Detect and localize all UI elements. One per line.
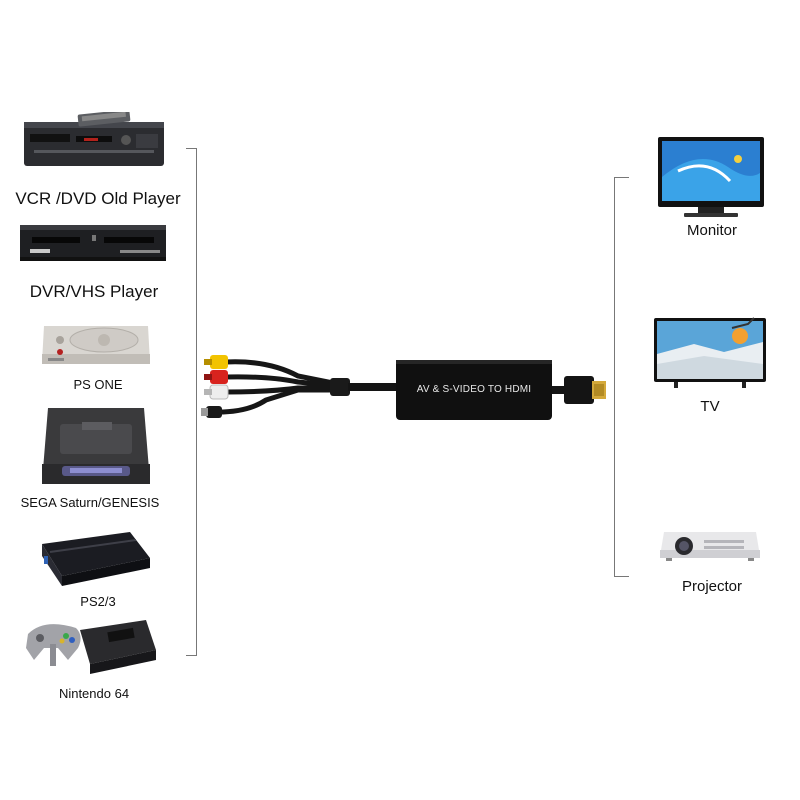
av-to-hdmi-converter: AV & S-VIDEO TO HDMI — [198, 350, 618, 430]
monitor-image — [658, 137, 764, 219]
source-label-sega-saturn: SEGA Saturn/GENESIS — [20, 495, 160, 510]
dvr-vhs-image — [20, 223, 166, 263]
source-label-ps-one: PS ONE — [73, 377, 123, 392]
source-label-ps2-3: PS2/3 — [80, 594, 116, 609]
rca-plug-white — [204, 384, 229, 400]
output-label-tv: TV — [700, 398, 720, 415]
output-label-monitor: Monitor — [686, 222, 738, 239]
source-label-vcr-dvd: VCR /DVD Old Player — [15, 189, 181, 208]
outputs-bracket — [614, 177, 629, 577]
ps2-image — [40, 530, 152, 586]
s-video-plug — [201, 406, 222, 418]
rca-plug-yellow — [204, 355, 228, 369]
tv-image — [654, 314, 766, 390]
vcr-image — [24, 112, 166, 168]
rca-plug-red — [204, 370, 228, 384]
sega-saturn-image — [40, 404, 152, 488]
source-label-nintendo-64: Nintendo 64 — [58, 686, 130, 701]
output-label-projector: Projector — [681, 578, 743, 595]
projector-image — [658, 524, 762, 564]
source-label-dvr-vhs: DVR/VHS Player — [29, 282, 159, 301]
converter-label: AV & S-VIDEO TO HDMI — [416, 384, 532, 395]
ps-one-image — [38, 318, 154, 368]
nintendo-64-image — [24, 614, 158, 678]
sources-bracket — [186, 148, 197, 656]
